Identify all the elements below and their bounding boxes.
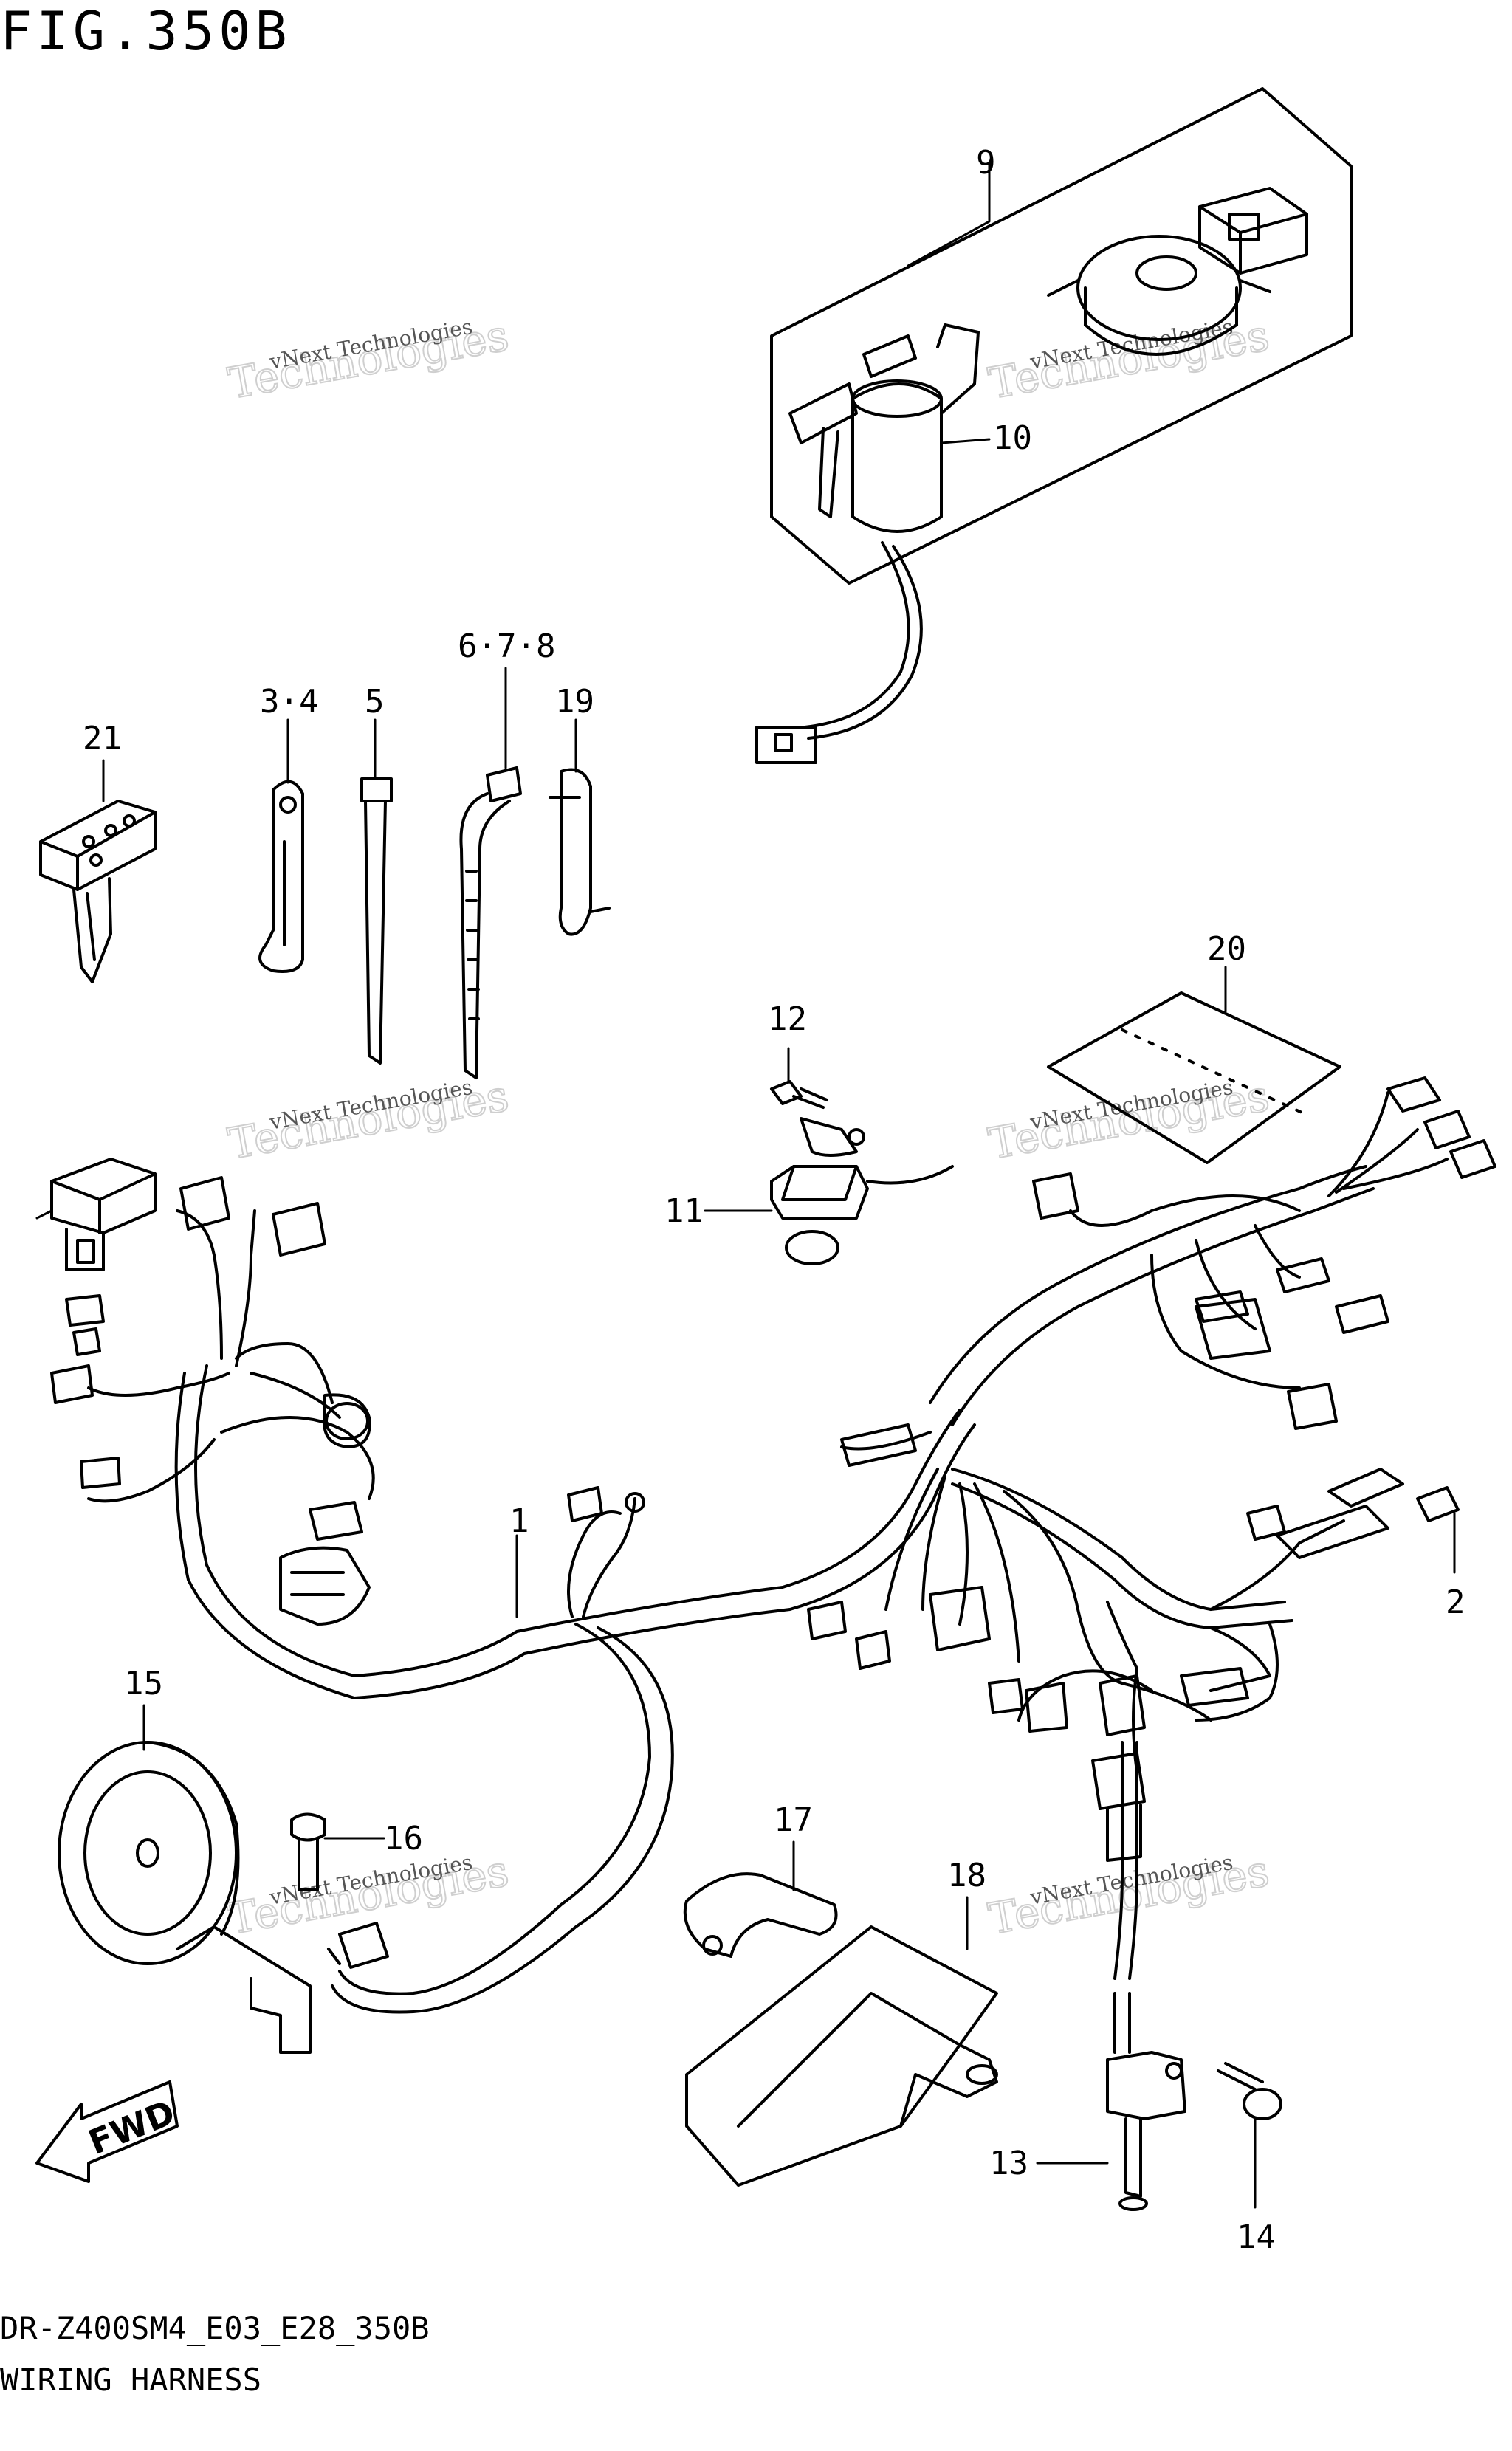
callout-10: 10 [993, 419, 1032, 457]
callout-17: 17 [774, 1801, 813, 1839]
side-stand-switch-part [1091, 1752, 1186, 2211]
callout-5: 5 [365, 683, 385, 721]
diagram-name: WIRING HARNESS [0, 2362, 262, 2398]
clamp-part [258, 780, 304, 973]
callout-6-7-8: 6·7·8 [458, 628, 555, 665]
right-connector-cluster [1032, 1076, 1496, 1707]
key-part [39, 800, 157, 983]
figure-title: FIG.350B [0, 0, 292, 62]
callout-20: 20 [1207, 930, 1246, 968]
watermark-group: Technologies vNext Technologies Technolo… [224, 309, 1274, 1945]
cable-tie-clip-part [459, 766, 522, 1079]
sensor-with-bolt-part [770, 1080, 954, 1265]
horn-bolt-part [290, 1812, 389, 1969]
callout-1: 1 [509, 1502, 529, 1540]
left-connector-cluster [50, 1158, 371, 1626]
callout-19: 19 [555, 683, 594, 721]
callout-2: 2 [1446, 1584, 1465, 1621]
center-connector-cluster [567, 1423, 1146, 1736]
clip-part [549, 768, 611, 936]
model-code: DR-Z400SM4_E03_E28_350B [0, 2310, 430, 2346]
connector-cover-part [683, 1872, 838, 1958]
callout-15: 15 [124, 1665, 163, 1702]
callout-18: 18 [947, 1857, 986, 1894]
forward-direction-badge [35, 2080, 179, 2183]
bolt-part [1217, 2062, 1282, 2120]
callout-11: 11 [664, 1192, 704, 1230]
callout-12: 12 [768, 1000, 807, 1038]
leader-lines [35, 161, 1456, 2209]
callout-21: 21 [83, 720, 122, 757]
callout-16: 16 [384, 1820, 423, 1857]
label-sheet-part [1047, 991, 1341, 1164]
callout-14: 14 [1237, 2218, 1276, 2256]
callout-13: 13 [989, 2145, 1028, 2182]
ignition-switch-set-box [755, 87, 1353, 764]
callout-labels: 9 10 3·4 5 6·7·8 19 21 20 12 11 1 2 15 1… [83, 144, 1465, 2256]
horn-part [58, 1741, 312, 2054]
callout-9: 9 [976, 144, 996, 182]
main-harness-trunk [87, 1091, 1449, 2014]
bracket-part [685, 1925, 998, 2187]
callout-3-4: 3·4 [260, 683, 318, 721]
tie-band-part [360, 777, 393, 1065]
